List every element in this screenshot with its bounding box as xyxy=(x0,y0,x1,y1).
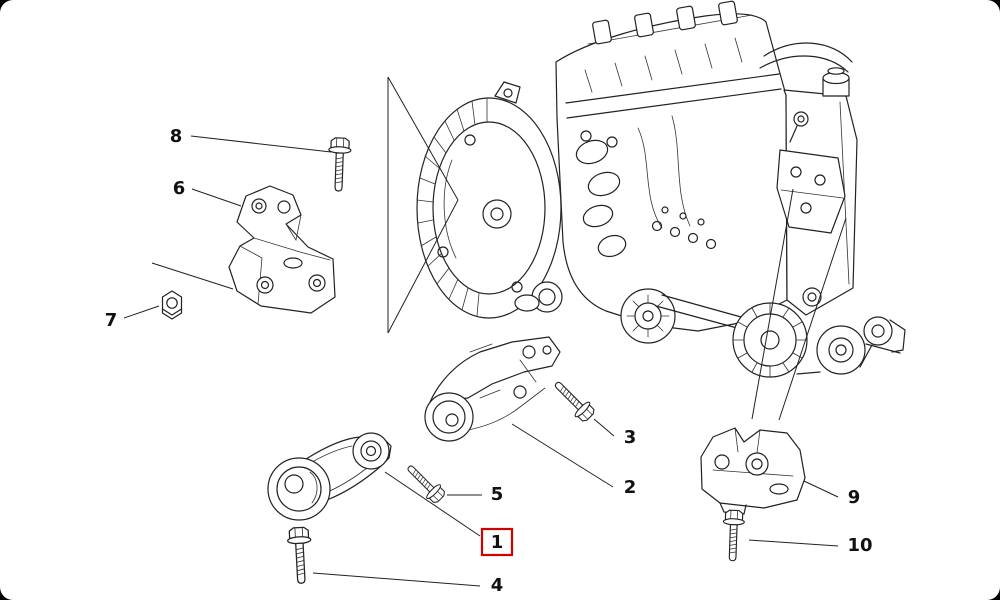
part-label-9[interactable]: 9 xyxy=(848,487,861,508)
part-3-bolt-drawing xyxy=(548,375,598,425)
leader-line-10 xyxy=(748,539,839,547)
leader-line-2 xyxy=(511,423,614,488)
pointer-right-a xyxy=(751,188,794,420)
part-label-9-text: 9 xyxy=(848,487,861,508)
part-label-2-text: 2 xyxy=(624,477,637,498)
bell-housing-drawing xyxy=(416,81,563,319)
part-1-torque-mount-drawing xyxy=(267,432,392,521)
alternator-drawing xyxy=(620,288,676,344)
engine-assembly-drawing xyxy=(416,0,906,378)
part-label-7[interactable]: 7 xyxy=(105,310,118,331)
oil-filler-cap-icon xyxy=(822,67,850,97)
part-label-5-text: 5 xyxy=(491,484,504,505)
engine-mount-bracket-on-engine-drawing xyxy=(776,149,846,234)
stud-axis-line-7 xyxy=(151,262,234,290)
pointer-left-bottom xyxy=(387,199,459,334)
pointer-right-b xyxy=(778,217,847,421)
part-labels: 8 6 7 5 1 4 2 3 9 10 xyxy=(105,126,873,596)
dipstick-drawing xyxy=(789,111,809,143)
part-8-bolt-drawing xyxy=(326,137,352,192)
leader-line-8 xyxy=(190,135,332,153)
part-2-torque-arm-drawing xyxy=(424,336,561,442)
part-label-3-text: 3 xyxy=(624,427,637,448)
part-label-6-text: 6 xyxy=(173,178,186,199)
highlight-box xyxy=(480,527,514,557)
bell-housing-ribs xyxy=(416,97,488,317)
part-label-10[interactable]: 10 xyxy=(847,535,872,556)
part-label-8-text: 8 xyxy=(170,126,183,147)
part-label-3[interactable]: 3 xyxy=(624,427,637,448)
part-label-10-text: 10 xyxy=(847,535,872,556)
part-label-1[interactable]: 1 xyxy=(480,527,514,557)
leader-line-9 xyxy=(803,480,839,498)
part-7-nut-drawing xyxy=(161,290,183,320)
leader-lines xyxy=(123,135,839,587)
belt-and-pulleys-drawing xyxy=(655,287,906,378)
part-label-5[interactable]: 5 xyxy=(491,484,504,505)
part-label-6[interactable]: 6 xyxy=(173,178,186,199)
ignition-coils-drawing xyxy=(587,0,753,45)
part-label-7-text: 7 xyxy=(105,310,118,331)
part-label-8[interactable]: 8 xyxy=(170,126,183,147)
part-label-2[interactable]: 2 xyxy=(624,477,637,498)
pointer-left-top xyxy=(387,76,459,201)
engine-block-drawing xyxy=(555,13,788,332)
part-4-bolt-drawing xyxy=(286,526,314,585)
leader-line-3 xyxy=(593,418,615,437)
assembly-pointer-lines xyxy=(151,76,847,421)
leader-line-1 xyxy=(384,471,481,537)
leader-line-4 xyxy=(312,572,481,587)
part-label-4[interactable]: 4 xyxy=(491,575,504,596)
leader-line-7 xyxy=(123,305,160,319)
leader-line-6 xyxy=(191,188,242,207)
part-6-bracket-drawing xyxy=(228,185,336,314)
part-9-engine-mount-drawing xyxy=(700,427,806,515)
part-label-1-text: 1 xyxy=(491,532,504,553)
part-label-4-text: 4 xyxy=(491,575,504,596)
part-10-bolt-drawing xyxy=(721,509,746,562)
